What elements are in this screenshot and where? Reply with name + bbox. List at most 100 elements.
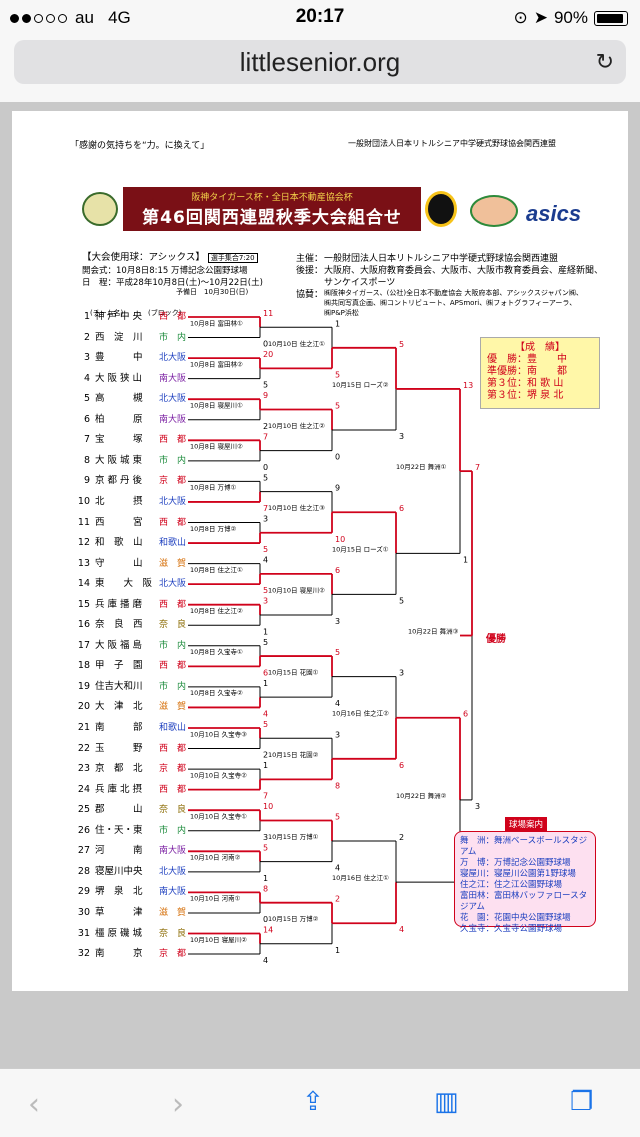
score: 2 [263, 751, 268, 760]
team-name: 神 戸 中 央 [95, 311, 143, 322]
match-label: 10月16日 住之江① [332, 873, 389, 882]
host-label: 主催： [296, 254, 324, 264]
score: 9 [335, 484, 340, 493]
status-left: au 4G [10, 8, 131, 28]
address-bar[interactable]: littlesenior.org [14, 40, 626, 84]
match-label: 10月8日 久宝寺① [190, 647, 243, 656]
match-label: 10月10日 久宝寺③ [190, 729, 247, 738]
back-icon[interactable]: ‹ [28, 1087, 40, 1122]
score: 6 [399, 504, 404, 513]
match-label: 10月8日 寝屋川① [190, 400, 243, 409]
venue-4: 住之江：住之江公園野球場 [460, 880, 563, 890]
team-block: 西 都 [159, 312, 187, 322]
league-logo-icon [82, 192, 118, 226]
org-name: 一般財団法人日本リトルシニア中学硬式野球協会関西連盟 [348, 139, 556, 148]
team-block: 和歌山 [159, 538, 187, 549]
team-block: 滋 賀 [159, 558, 187, 569]
team-block: 南大阪 [159, 373, 187, 384]
match-label: 10月10日 久宝寺② [190, 770, 247, 779]
score: 5 [335, 648, 340, 657]
team-name: 北 摂 [95, 495, 143, 507]
score: 5 [263, 638, 268, 647]
venue-3: 寝屋川：寝屋川公園第1野球場 [460, 869, 576, 879]
results-title: 【成 績】 [515, 342, 565, 353]
schedule: 日 程：平成28年10月8日(土)〜10月22日(土) [82, 278, 263, 288]
ball-note: 選手集合7:20 [207, 253, 258, 263]
match-label: 10月15日 花園② [268, 750, 319, 759]
venue-5: 富田林：富田林バッファロースタジアム [460, 891, 588, 912]
match-label: 10月8日 万博① [190, 483, 236, 492]
team-block: 北大阪 [159, 866, 187, 877]
score: 5 [399, 596, 404, 605]
team-name: 柏 原 [95, 413, 143, 425]
score: 5 [263, 473, 268, 482]
team-number: 17 [77, 639, 90, 651]
team-number: 23 [77, 763, 90, 775]
team-block: 南大阪 [159, 887, 187, 898]
score: 3 [263, 597, 268, 606]
team-block: 北大阪 [159, 496, 187, 507]
forward-icon[interactable]: › [172, 1087, 184, 1122]
team-number: 18 [77, 660, 90, 672]
bookmarks-icon[interactable]: ▥ [434, 1087, 459, 1117]
venue-guide: 舞 洲：舞洲ベースボールスタジアム 万 博：万博記念公園野球場 寝屋川：寝屋川公… [454, 831, 596, 934]
team-number: 31 [77, 927, 90, 939]
share-icon[interactable]: ⇪ [302, 1087, 324, 1117]
score: 1 [335, 946, 340, 955]
host: 一般財団法人日本リトルシニア中学硬式野球協会関西連盟 [324, 254, 559, 264]
score: 0 [263, 340, 268, 349]
battery-percent: 90% [553, 8, 588, 27]
score: 11 [263, 309, 273, 318]
match-label: 10月10日 河南② [190, 853, 241, 862]
results-box: 【成 績】 優 勝：豊 中 準優勝：南 都 第３位：和 歌 山 第３位：堺 泉 … [480, 337, 600, 409]
team-name: 甲 子 園 [95, 660, 143, 672]
team-name: 高 槻 [95, 393, 143, 405]
block-column-header: (ブロック) [148, 309, 182, 317]
venue-1: 舞 洲：舞洲ベースボールスタジアム [460, 836, 588, 857]
support-line-1: 大阪府、大阪府教育委員会、大阪市、大阪市教育委員会、産経新聞、 [324, 266, 604, 276]
score: 3 [475, 802, 480, 811]
score: 2 [263, 422, 268, 431]
team-name: 兵 庫 播 磨 [95, 598, 143, 610]
reload-icon[interactable]: ↻ [595, 50, 614, 75]
team-block: 京 都 [159, 476, 187, 487]
score: 5 [263, 545, 268, 554]
team-block: 北大阪 [159, 579, 187, 590]
tabs-icon[interactable]: ❐ [570, 1087, 594, 1117]
venue-6: 花 園：花園中央公園野球場 [460, 913, 571, 923]
champion-label: 優勝 [486, 634, 506, 645]
score: 6 [463, 710, 468, 719]
score: 0 [263, 463, 268, 472]
realestate-logo-icon [470, 195, 518, 227]
match-label: 10月10日 寝屋川② [268, 585, 325, 594]
score: 3 [399, 432, 404, 441]
team-block: 西 都 [159, 661, 187, 672]
team-number: 4 [83, 372, 90, 384]
status-right: ⊙ ➤ 90% [513, 8, 628, 28]
location-icon: ➤ [533, 8, 548, 27]
team-number: 8 [83, 454, 90, 466]
team-block: 西 都 [159, 435, 187, 446]
score: 8 [263, 884, 268, 893]
score: 8 [335, 781, 340, 790]
team-number: 22 [77, 742, 90, 754]
score: 3 [263, 515, 268, 524]
title-banner: 阪神タイガース杯・全日本不動産協会杯 第46回関西連盟秋季大会組合せ [123, 187, 421, 231]
team-number: 25 [77, 804, 90, 816]
team-block: 滋 賀 [159, 702, 187, 713]
score: 1 [263, 874, 268, 883]
score: 3 [335, 730, 340, 739]
match-label: 10月8日 寝屋川② [190, 442, 243, 451]
